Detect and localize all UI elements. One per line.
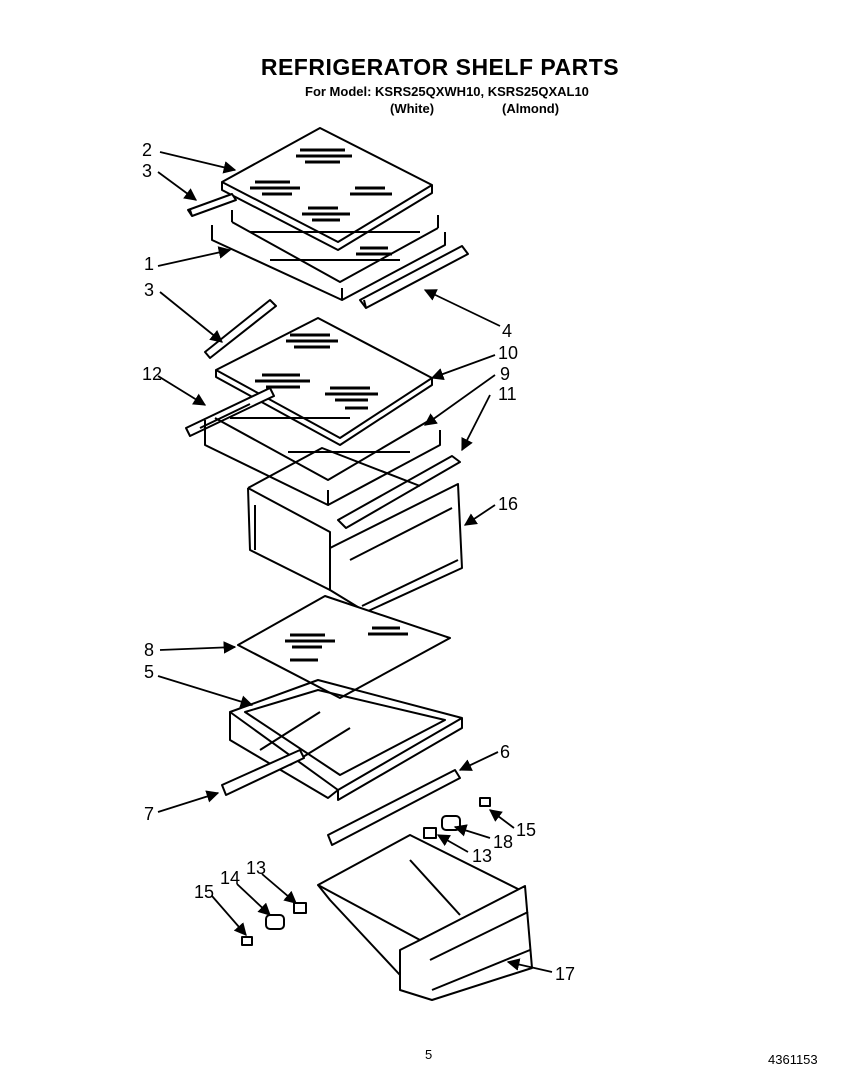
- lower-side-rail: [327, 769, 461, 846]
- callout-11: 11: [498, 384, 517, 404]
- top-shelf-frame: [211, 210, 446, 301]
- callout-16: 16: [498, 494, 518, 514]
- page-number: 5: [425, 1047, 433, 1062]
- color-almond-label: (Almond): [502, 101, 560, 116]
- callout-10: 10: [498, 343, 518, 363]
- callout-6: 6: [500, 742, 510, 762]
- top-glass-shelf: [221, 127, 433, 256]
- right-trim-rail: [359, 245, 469, 309]
- callout-13-right: 13: [472, 846, 492, 866]
- callout-17: 17: [555, 964, 575, 984]
- meat-drawer: [317, 834, 533, 1001]
- callout-18: 18: [493, 832, 513, 852]
- callout-9: 9: [500, 364, 510, 384]
- model-line: For Model: KSRS25QXWH10, KSRS25QXAL10: [305, 84, 589, 99]
- cover-front-trim: [337, 455, 461, 529]
- crisper-glass-cover: [215, 317, 433, 446]
- lower-glass-shelf: [237, 595, 451, 699]
- crisper-cover-frame: [204, 417, 441, 506]
- callout-3-lower: 3: [144, 280, 154, 300]
- drawer-hardware-right: [423, 797, 491, 839]
- callout-3-upper: 3: [142, 161, 152, 181]
- left-side-rail: [185, 387, 275, 437]
- drawer-hardware-left: [241, 902, 307, 946]
- callout-15-right: 15: [516, 820, 536, 840]
- callout-8: 8: [144, 640, 154, 660]
- callout-13-left: 13: [246, 858, 266, 878]
- lower-shelf-frame: [229, 679, 463, 801]
- crisper-drawer: [247, 447, 463, 613]
- callout-2: 2: [142, 140, 152, 160]
- lower-front-rail: [221, 749, 305, 796]
- leader-lines: [157, 151, 553, 973]
- callout-1: 1: [144, 254, 154, 274]
- callout-14: 14: [220, 868, 240, 888]
- callout-15-left: 15: [194, 882, 214, 902]
- callout-4: 4: [502, 321, 512, 341]
- page-title: REFRIGERATOR SHELF PARTS: [260, 54, 620, 80]
- lower-end-cap: [204, 299, 277, 359]
- document-number: 4361153: [768, 1052, 818, 1067]
- color-white-label: (White): [390, 101, 435, 116]
- callout-7: 7: [144, 804, 154, 824]
- callout-5: 5: [144, 662, 154, 682]
- upper-left-end-cap: [187, 193, 237, 217]
- callout-12: 12: [142, 364, 162, 384]
